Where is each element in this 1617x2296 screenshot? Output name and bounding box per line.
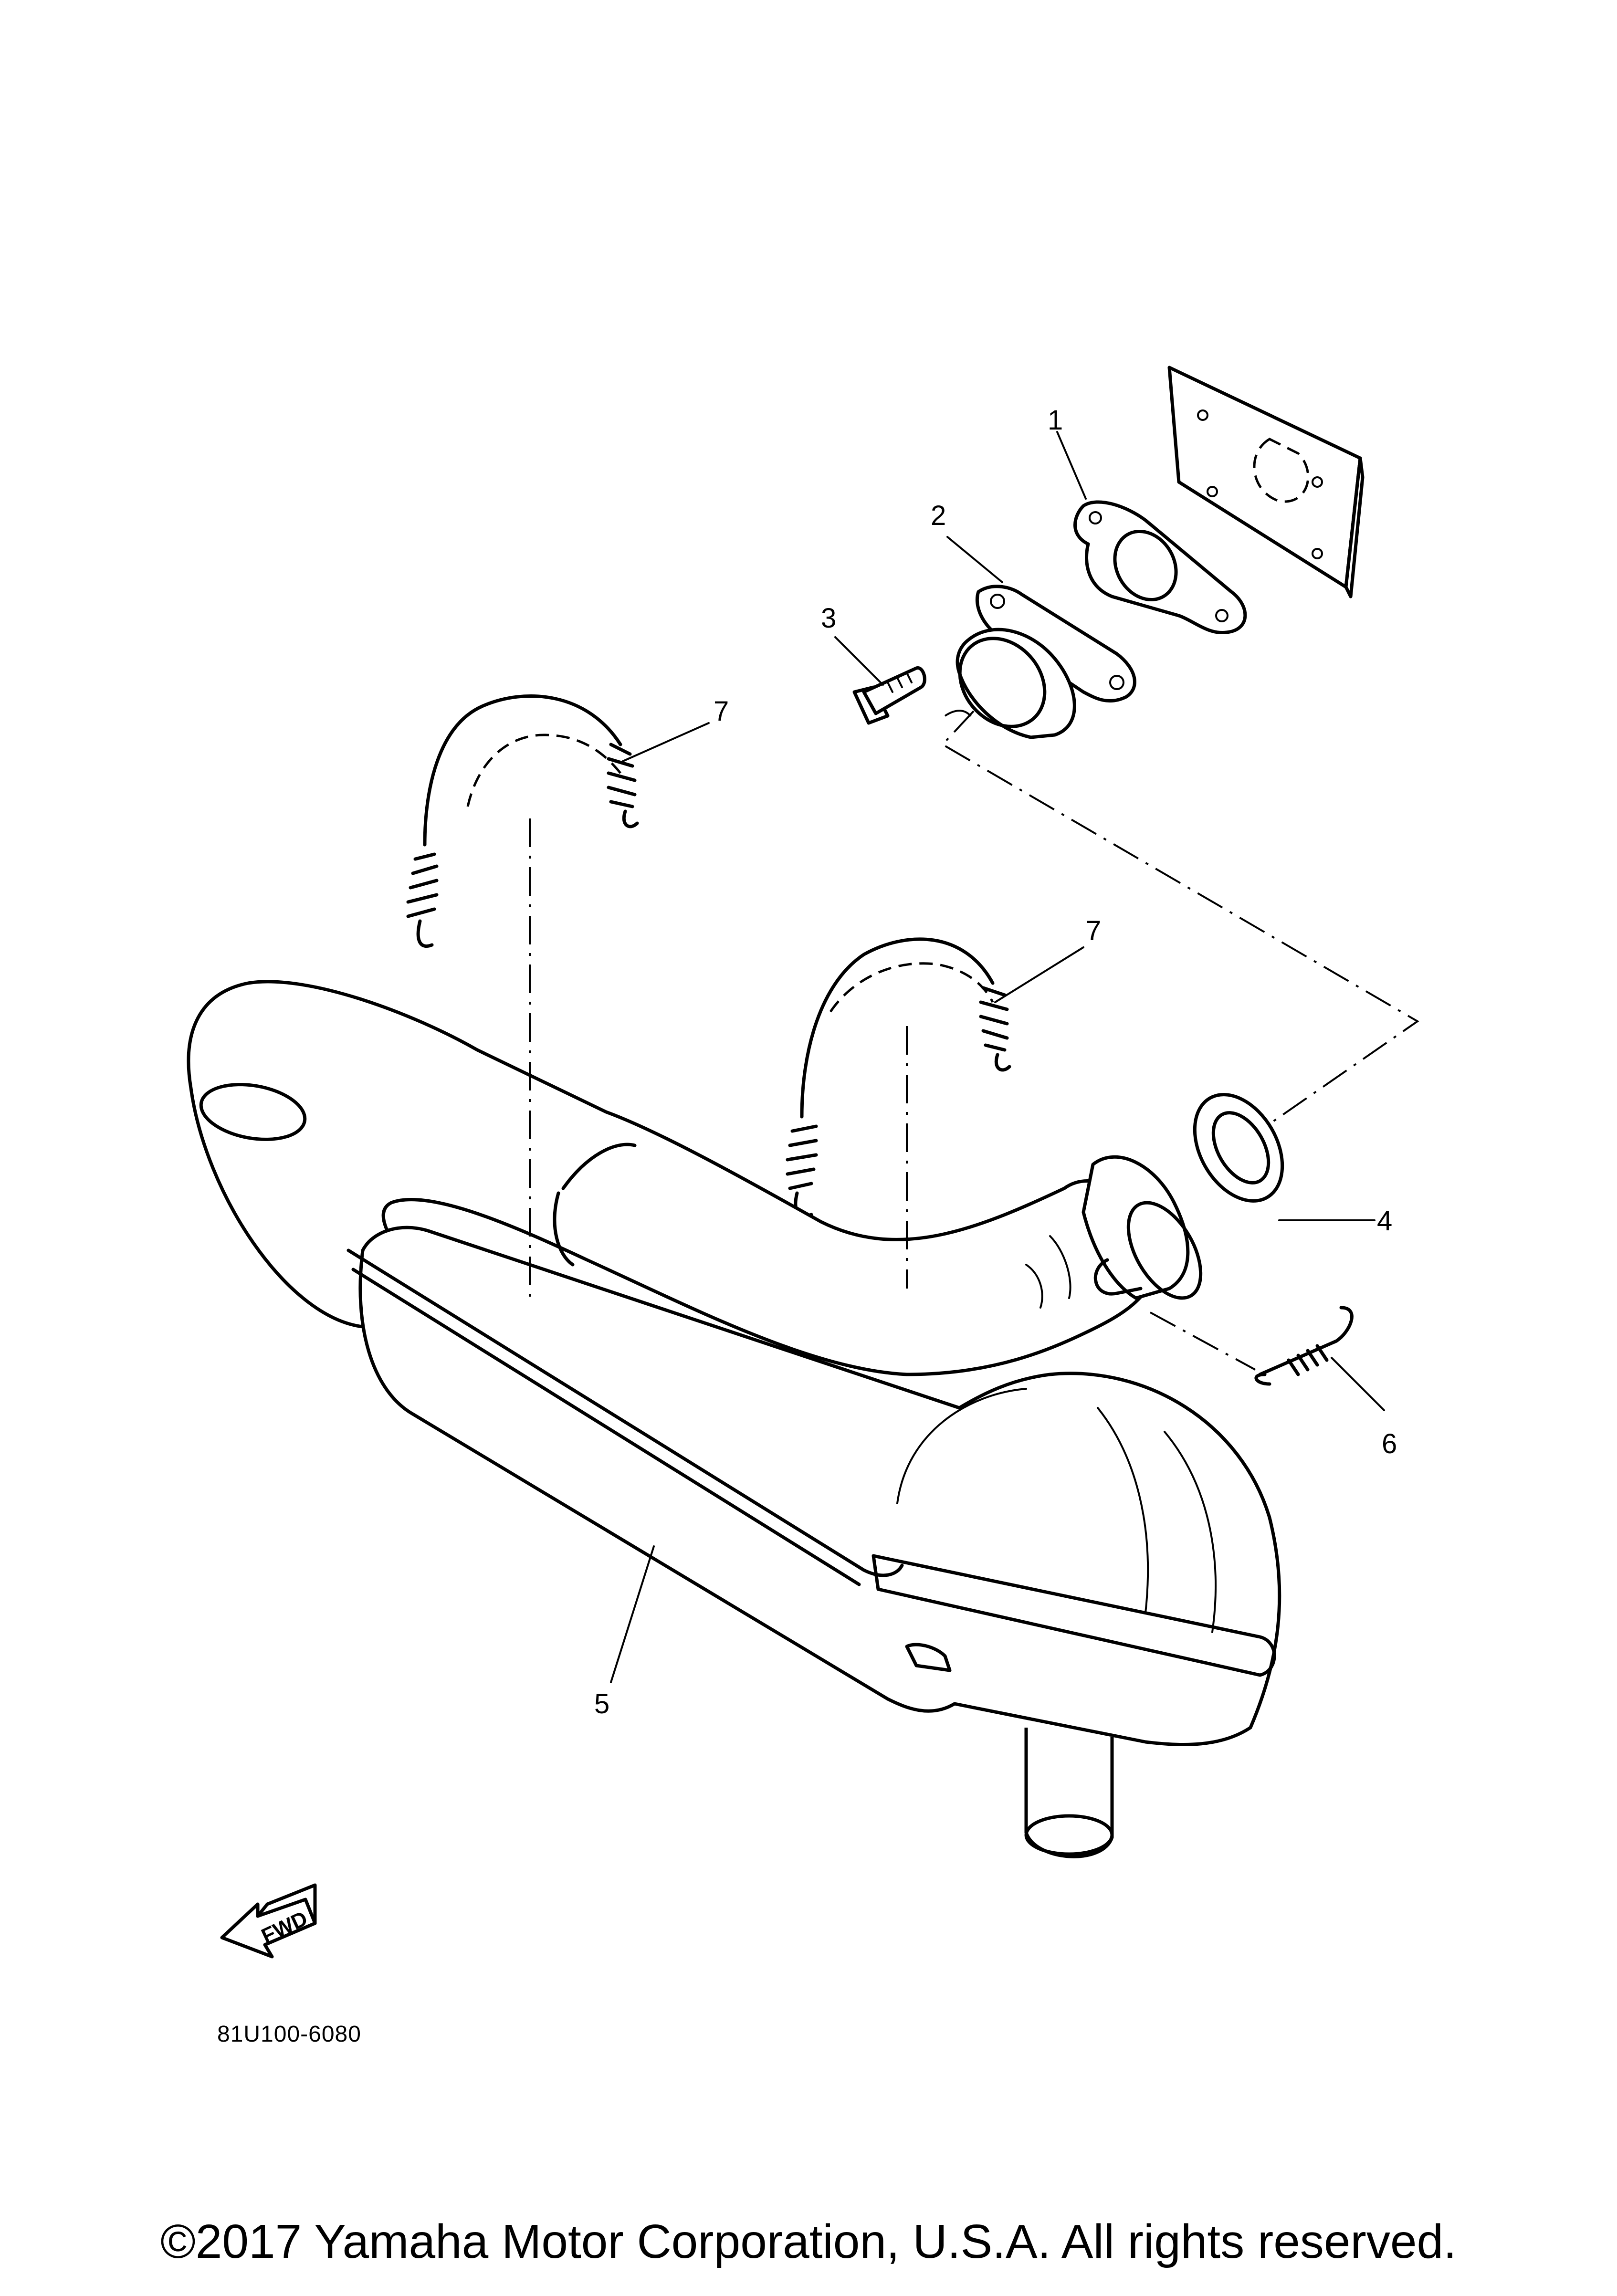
fwd-arrow: FWD [220, 1883, 317, 1959]
muffler-part-5 [187, 980, 1281, 1858]
copyright-notice: ©2017 Yamaha Motor Corporation, U.S.A. A… [160, 2215, 1457, 2268]
callout-3: 3 [821, 603, 836, 634]
callout-7-upper: 7 [714, 696, 729, 727]
callout-1: 1 [1048, 405, 1063, 436]
leader-lines [610, 431, 1385, 1683]
diagram-code: 81U100-6080 [217, 2022, 361, 2047]
bolt-part-3 [852, 666, 926, 725]
gasket-part-1 [1073, 500, 1247, 635]
gasket-ring-part-4 [1193, 1093, 1284, 1203]
callout-4: 4 [1377, 1206, 1392, 1237]
spring-part-7-upper [406, 694, 639, 948]
exhaust-joint-part-2 [956, 585, 1136, 739]
callout-6: 6 [1382, 1428, 1397, 1459]
spring-part-6 [1093, 1258, 1354, 1386]
assembly-lines [529, 710, 1419, 1371]
callout-2: 2 [931, 500, 946, 531]
callout-5: 5 [594, 1688, 609, 1719]
callout-7-lower: 7 [1086, 915, 1101, 946]
spring-part-7-lower [786, 937, 1011, 1218]
engine-block [1167, 366, 1365, 598]
